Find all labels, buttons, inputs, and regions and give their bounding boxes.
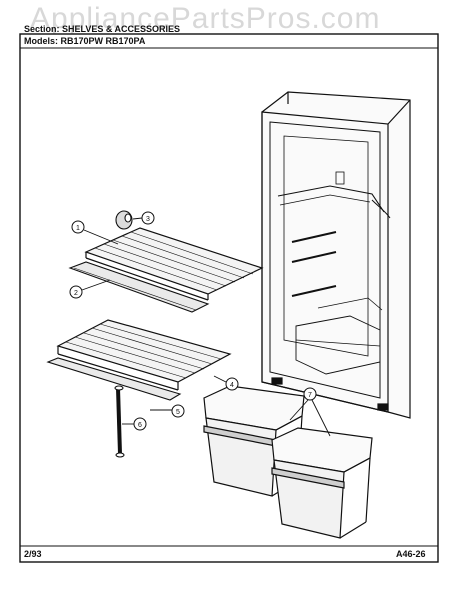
section-label: Section: xyxy=(24,24,60,34)
callout-5: 5 xyxy=(171,404,185,418)
footer-date: 2/93 xyxy=(24,549,42,559)
lower-wire-shelf xyxy=(56,319,232,391)
callout-6-label: 6 xyxy=(138,422,142,429)
section-value: SHELVES & ACCESSORIES xyxy=(62,24,181,34)
shelf-clip xyxy=(115,210,133,230)
crisper-drawer-right xyxy=(271,427,373,539)
crisper-drawer-left xyxy=(203,385,305,497)
callout-7-label: 7 xyxy=(308,392,312,399)
shelf-rod xyxy=(114,385,125,458)
callout-3-label: 3 xyxy=(146,216,150,223)
callout-7: 7 xyxy=(303,387,317,401)
callout-2-label: 2 xyxy=(74,290,78,297)
lower-shelf-trim xyxy=(46,357,182,401)
callout-3: 3 xyxy=(141,211,155,225)
section-header: Section: SHELVES & ACCESSORIES xyxy=(24,24,180,34)
callout-2: 2 xyxy=(69,285,83,299)
upper-wire-shelf xyxy=(84,227,264,301)
callout-6: 6 xyxy=(133,417,147,431)
models-label: Models: xyxy=(24,36,59,46)
callout-1-label: 1 xyxy=(76,225,80,232)
callout-1: 1 xyxy=(71,220,85,234)
callout-5-label: 5 xyxy=(176,409,180,416)
watermark-text: AppliancePartsPros.com xyxy=(30,2,381,35)
callout-4-label: 4 xyxy=(230,382,234,389)
callout-4: 4 xyxy=(225,377,239,391)
refrigerator-cabinet xyxy=(261,91,411,419)
models-header: Models: RB170PW RB170PA xyxy=(24,36,145,46)
shelf-trim-strip xyxy=(68,261,210,313)
footer-page-code: A46-26 xyxy=(396,549,426,559)
diagram-frame xyxy=(19,33,439,563)
leader-lines xyxy=(81,217,331,437)
models-value: RB170PW RB170PA xyxy=(60,36,146,46)
